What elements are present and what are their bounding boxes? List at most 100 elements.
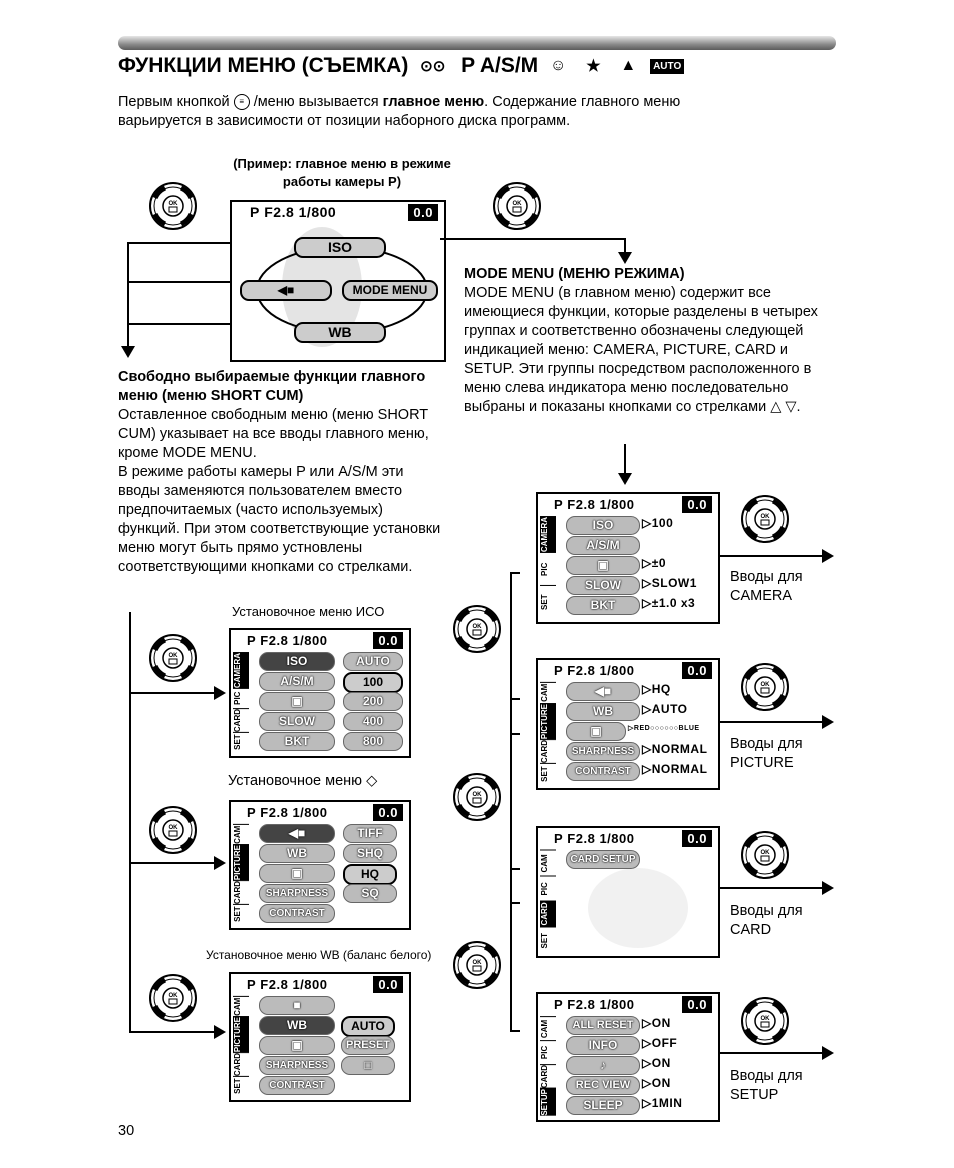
value-row: ▷ON xyxy=(642,1016,671,1030)
tab-card[interactable]: CARD xyxy=(233,1052,249,1077)
menu-item[interactable]: ISO xyxy=(259,652,335,671)
menu-item[interactable]: CONTRAST xyxy=(259,1076,335,1095)
menu-item-icon[interactable]: ▣ xyxy=(259,1036,335,1055)
tab-set[interactable]: SET xyxy=(540,585,556,619)
tab-picture[interactable]: PICTURE xyxy=(540,702,556,740)
quality-icon[interactable]: ◀■ xyxy=(259,824,335,843)
option-value[interactable]: SQ xyxy=(343,884,397,903)
quality-icon[interactable]: ■ xyxy=(259,996,335,1015)
quality-icon[interactable]: ◀■ xyxy=(566,682,640,701)
card-setup-item[interactable]: CARD SETUP xyxy=(566,850,640,869)
menu-item[interactable]: BKT xyxy=(259,732,335,751)
option-value[interactable]: HQ xyxy=(343,864,397,885)
menu-item-icon[interactable]: ▣ xyxy=(259,692,335,711)
menu-item[interactable]: CONTRAST xyxy=(259,904,335,923)
tab-card[interactable]: CARD xyxy=(233,880,249,905)
tab-picture[interactable]: PICTURE xyxy=(233,843,249,881)
sound-icon[interactable]: ♪ xyxy=(566,1056,640,1075)
connector xyxy=(129,612,131,1032)
side-tabs: CAM PIC CARD SETUP xyxy=(540,1016,556,1116)
tab-camera[interactable]: CAMERA xyxy=(540,516,556,553)
tab-set[interactable]: SET xyxy=(540,763,556,785)
menu-item[interactable]: WB xyxy=(259,1016,335,1035)
menu-item-icon[interactable]: ▣ xyxy=(566,556,640,575)
dpad-icon xyxy=(148,633,198,683)
tab-cam[interactable]: CAM xyxy=(540,850,556,876)
quality-item[interactable]: ◀■ xyxy=(240,280,332,301)
option-value[interactable]: 200 xyxy=(343,692,403,711)
tab-setup[interactable]: SETUP xyxy=(540,1088,556,1116)
menu-item[interactable]: WB xyxy=(566,702,640,721)
tab-pic[interactable]: PIC xyxy=(233,688,249,708)
connector xyxy=(624,238,626,252)
value-text: 100 xyxy=(651,516,674,530)
wb-item[interactable]: WB xyxy=(294,322,386,343)
option-value[interactable]: 800 xyxy=(343,732,403,751)
tab-cam[interactable]: CAM xyxy=(233,996,249,1016)
value-text: OFF xyxy=(651,1036,678,1050)
value-row: ▷100 xyxy=(642,516,674,530)
menu-item[interactable]: SHARPNESS xyxy=(566,742,640,761)
menu-item[interactable]: ALL RESET xyxy=(566,1016,640,1035)
screen-header: P F2.8 1/800 0.0 xyxy=(231,802,409,822)
custom-wb-icon[interactable]: □ xyxy=(341,1056,395,1075)
connector xyxy=(720,1052,824,1054)
option-value[interactable]: AUTO xyxy=(341,1016,395,1037)
intro-part-c: . Содержание главного меню xyxy=(484,94,681,110)
menu-item[interactable]: CONTRAST xyxy=(566,762,640,781)
tab-picture[interactable]: PICTURE xyxy=(233,1015,249,1053)
tab-cam[interactable]: CAM xyxy=(540,682,556,703)
mode-menu-description: MODE MENU (МЕНЮ РЕЖИМА) MODE MENU (в гла… xyxy=(464,265,836,417)
tab-card[interactable]: CARD xyxy=(233,708,249,733)
screen-header: P F2.8 1/800 0.0 xyxy=(231,974,409,994)
menu-item-icon[interactable]: ▣ xyxy=(259,864,335,883)
aperture: F2.8 xyxy=(260,632,289,648)
tab-pic[interactable]: PIC xyxy=(540,1040,556,1065)
menu-item[interactable]: INFO xyxy=(566,1036,640,1055)
menu-item[interactable]: SLOW xyxy=(259,712,335,731)
tab-set[interactable]: SET xyxy=(233,1076,249,1097)
menu-item[interactable]: A/S/M xyxy=(259,672,335,691)
menu-item[interactable]: SLOW xyxy=(566,576,640,595)
tab-set[interactable]: SET xyxy=(540,926,556,952)
tab-camera[interactable]: CAMERA xyxy=(233,652,249,689)
option-value[interactable]: 100 xyxy=(343,672,403,693)
menu-item-icon[interactable]: ▣ xyxy=(566,722,626,741)
mode-menu-body: MODE MENU (в главном меню) содержит все … xyxy=(464,285,818,415)
option-value[interactable]: 400 xyxy=(343,712,403,731)
menu-item[interactable]: SHARPNESS xyxy=(259,884,335,903)
option-value[interactable]: PRESET xyxy=(341,1036,395,1055)
short-cut-heading: Свободно выбираемые функции главного мен… xyxy=(118,369,426,404)
aperture: F2.8 xyxy=(260,976,289,992)
tab-set[interactable]: SET xyxy=(233,904,249,925)
menu-item[interactable]: BKT xyxy=(566,596,640,615)
iso-item[interactable]: ISO xyxy=(294,237,386,258)
option-value[interactable]: AUTO xyxy=(343,652,403,671)
menu-item[interactable]: A/S/M xyxy=(566,536,640,555)
menu-item[interactable]: SLEEP xyxy=(566,1096,640,1115)
arrow-right xyxy=(822,549,834,563)
connector xyxy=(510,698,520,700)
tab-card[interactable]: CARD xyxy=(540,1064,556,1089)
dpad-icon xyxy=(148,181,198,231)
menu-item[interactable]: ISO xyxy=(566,516,640,535)
tab-cam[interactable]: CAM xyxy=(233,824,249,844)
tab-pic[interactable]: PIC xyxy=(540,875,556,901)
tab-set[interactable]: SET xyxy=(233,732,249,752)
arrow-right xyxy=(214,856,226,870)
tab-card[interactable]: CARD xyxy=(540,739,556,764)
title-modes: P A/S/M xyxy=(461,54,539,77)
tab-pic[interactable]: PIC xyxy=(540,552,556,586)
tab-cam[interactable]: CAM xyxy=(540,1016,556,1041)
option-value[interactable]: SHQ xyxy=(343,844,397,863)
ev-value: 0.0 xyxy=(373,803,403,821)
tab-card[interactable]: CARD xyxy=(540,901,556,927)
mode-menu-item[interactable]: MODE MENU xyxy=(342,280,438,301)
menu-item[interactable]: SHARPNESS xyxy=(259,1056,335,1075)
menu-item[interactable]: REC VIEW xyxy=(566,1076,640,1095)
option-value[interactable]: TIFF xyxy=(343,824,397,843)
value-text: RED○○○○○○BLUE xyxy=(633,725,700,732)
menu-item[interactable]: WB xyxy=(259,844,335,863)
intro-text: Первым кнопкой ≡ /меню вызывается главно… xyxy=(118,93,838,131)
wb-setting-label: Установочное меню WB (баланс белого) xyxy=(206,948,432,962)
